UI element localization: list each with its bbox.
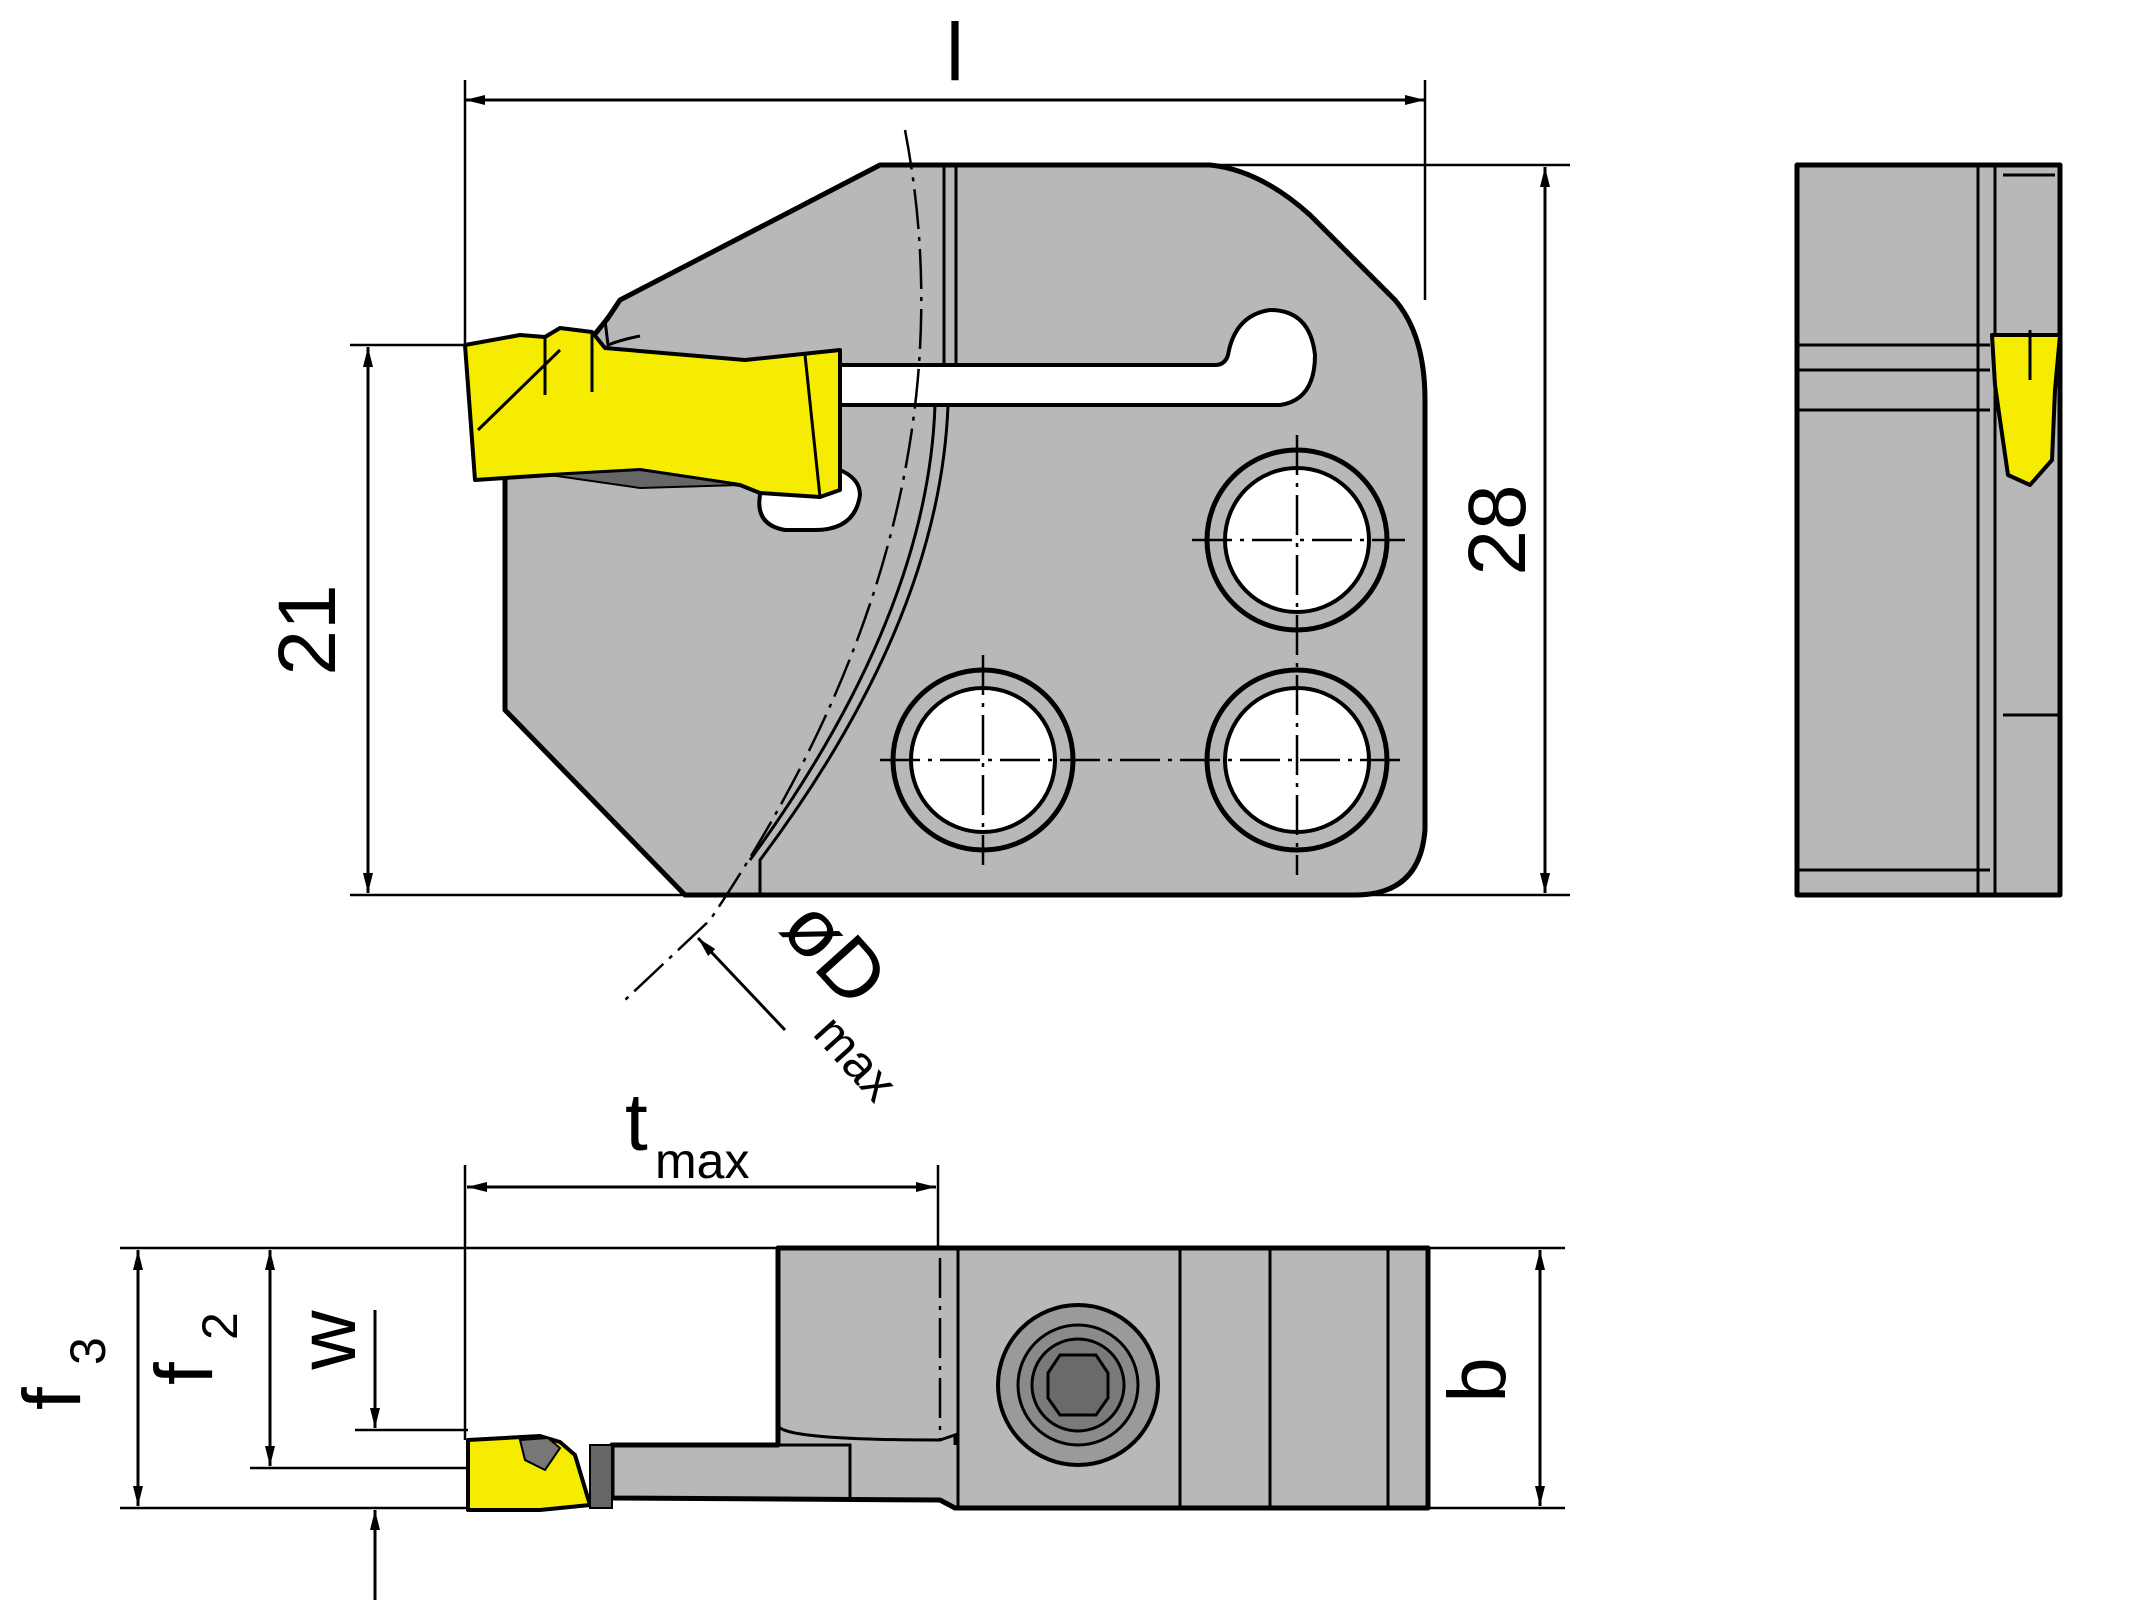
dimension-b-label: b	[1432, 1357, 1523, 1403]
screw-hole-bottom-left	[890, 667, 1076, 853]
front-view	[463, 129, 1428, 1001]
diameter-arc	[624, 129, 923, 1001]
top-insert-detail	[518, 1436, 562, 1472]
dimension-w: w	[282, 1310, 380, 1600]
dimension-w-label: w	[282, 1310, 373, 1371]
dimension-tmax-sub: max	[655, 1133, 749, 1189]
top-insert	[466, 1434, 592, 1512]
dimension-tmax-label: t	[625, 1077, 648, 1168]
top-jaw	[612, 1443, 852, 1498]
dimension-dmax: øD max	[696, 881, 908, 1112]
dimension-f2-label: f	[139, 1362, 230, 1385]
dimension-21-label: 21	[262, 584, 353, 675]
dimension-f2: f 2	[139, 1250, 275, 1466]
dimension-b: b	[1428, 1246, 1565, 1510]
curved-pocket	[758, 404, 950, 893]
insert-shadow	[549, 468, 741, 490]
dimension-f3: f 3	[7, 1250, 143, 1506]
dimension-tmax: t max	[463, 1077, 940, 1440]
dimension-f3-label: f	[7, 1387, 98, 1410]
side-insert	[1990, 333, 2062, 487]
dimension-l-label: l	[946, 7, 964, 98]
side-body	[1794, 162, 2063, 898]
upper-jaw	[603, 299, 641, 348]
dimension-21: 21	[262, 343, 685, 897]
top-step	[776, 1424, 957, 1445]
torx-socket-icon	[1046, 1353, 1110, 1417]
curved-pocket-inner	[748, 404, 937, 861]
clamp-screw	[996, 1303, 1160, 1467]
dimension-l: l	[463, 7, 1427, 345]
dimension-28: 28	[1210, 163, 1570, 897]
insert-edge-detail	[476, 332, 822, 498]
dimension-28-label: 28	[1452, 484, 1543, 575]
side-view	[1794, 162, 2063, 898]
clamp-slit	[827, 307, 1318, 407]
top-view	[466, 1245, 1431, 1512]
dimension-dmax-sub: max	[803, 1004, 908, 1112]
dimension-dmax-label: øD	[765, 881, 906, 1023]
dimension-f3-sub: 3	[60, 1337, 116, 1365]
top-insert-serration	[589, 1444, 613, 1509]
dimension-f2-sub: 2	[192, 1312, 248, 1340]
